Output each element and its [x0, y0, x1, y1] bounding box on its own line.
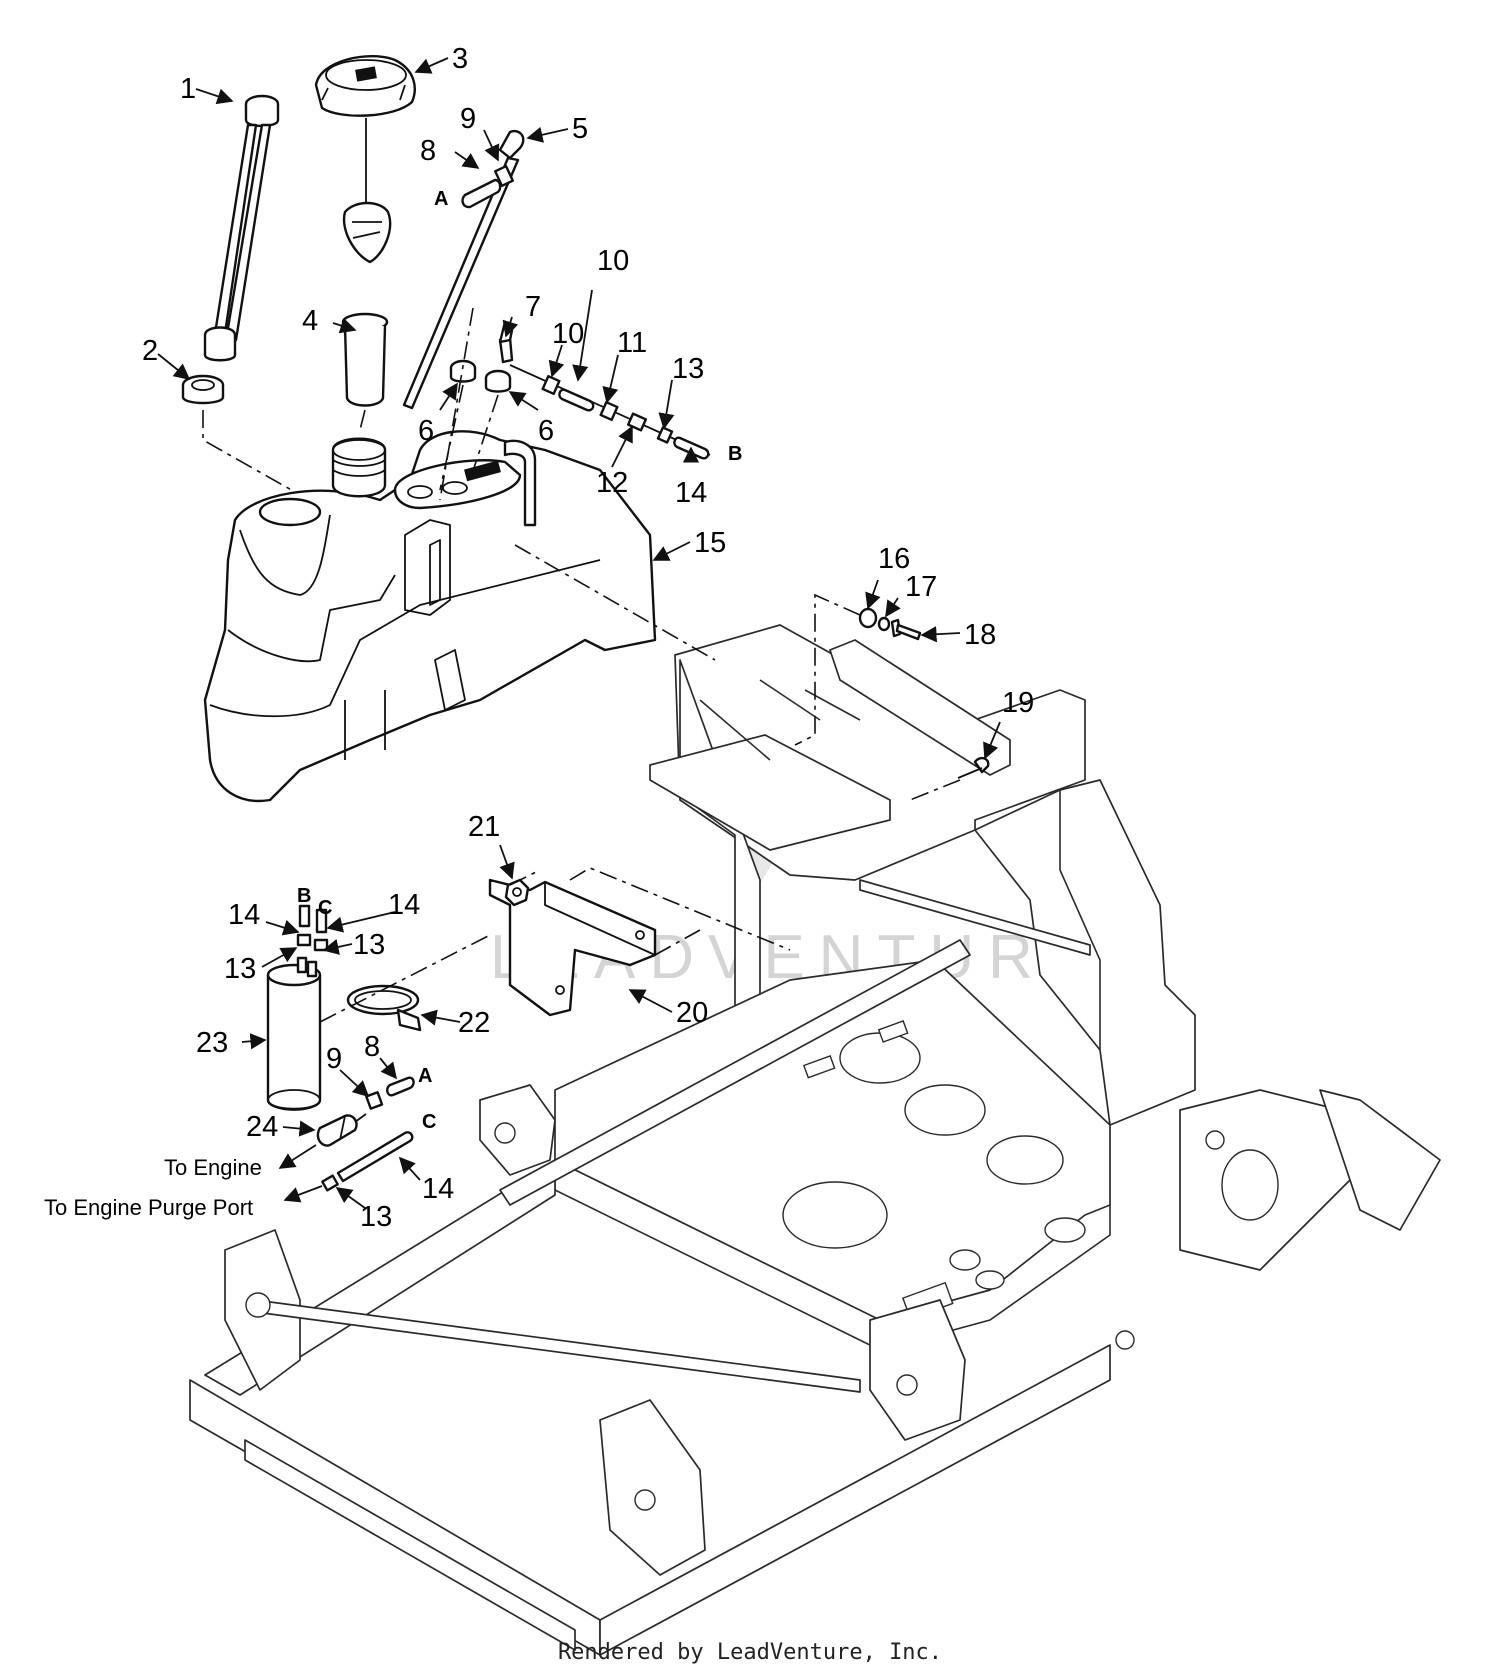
purge-hose-14 — [321, 1131, 414, 1192]
bolt-18-shank — [895, 623, 922, 641]
callout-12: 12 — [596, 467, 628, 499]
carbon-canister-23 — [266, 956, 322, 1111]
callout-23: 23 — [196, 1027, 228, 1059]
callout-14-b: 14 — [228, 899, 260, 931]
callout-3: 3 — [452, 43, 468, 75]
tank-grommet-right — [484, 369, 512, 393]
routing-notes: To Engine To Engine Purge Port — [44, 1155, 262, 1220]
callout-13-c: 13 — [353, 929, 385, 961]
right-rear-rail — [599, 1344, 1111, 1656]
callout-21: 21 — [468, 811, 500, 843]
callout-13-top: 13 — [672, 353, 704, 385]
lock-washer-17 — [877, 616, 891, 632]
hose-clamp-22 — [346, 984, 422, 1032]
inline-fuel-filter-24 — [316, 1113, 367, 1147]
callout-10-right: 11 — [617, 327, 647, 359]
callout-24: 24 — [246, 1111, 278, 1143]
upper-left-pivot-bracket — [479, 1084, 556, 1176]
main-deck-plate — [554, 959, 1111, 1321]
callout-14-c: 14 — [388, 889, 420, 921]
callout-16: 16 — [878, 543, 910, 575]
washer-16 — [858, 607, 878, 629]
right-lift-arm — [1319, 1089, 1441, 1231]
front-axle-bar — [254, 1299, 861, 1393]
filler-neck — [331, 437, 387, 498]
fuel-sender — [203, 94, 280, 362]
callout-8-top: 8 — [420, 135, 436, 167]
connection-letter-c-bottom: C — [422, 1111, 436, 1133]
callout-4: 4 — [302, 305, 318, 337]
clamp-9-bottom — [365, 1091, 384, 1110]
clamp-13-c — [313, 938, 329, 952]
clamp-13-bottom — [321, 1174, 339, 1192]
callout-10-left: 10 — [552, 318, 584, 350]
callout-15: 15 — [694, 527, 726, 559]
callout-18: 18 — [964, 619, 996, 651]
hose-8-top — [461, 178, 502, 209]
clamp-13-top — [656, 426, 674, 444]
vent-line — [402, 129, 525, 410]
callout-6-right: 6 — [538, 415, 554, 447]
hose-14-c — [315, 908, 328, 934]
seat-support-plate — [829, 639, 1011, 776]
tank-grommet-left — [449, 359, 477, 383]
callout-6-left: 6 — [418, 415, 434, 447]
callout-labels: 1 2 3 4 5 6 6 7 8 9 10 10 11 12 13 14 15… — [142, 43, 1034, 1233]
sender-port — [258, 497, 322, 527]
callout-9-top: 9 — [460, 103, 476, 135]
fuel-tank-body — [203, 430, 657, 803]
hose-11 — [558, 388, 595, 412]
callout-22: 22 — [458, 1007, 490, 1039]
clamp-9-top — [493, 165, 515, 187]
callout-17: 17 — [905, 571, 937, 603]
fuel-cap — [314, 54, 416, 264]
callout-9-bottom: 9 — [326, 1043, 342, 1075]
connection-letter-a-bottom: A — [418, 1065, 432, 1087]
callout-13-bottom: 13 — [360, 1201, 392, 1233]
tank-outlet-fitting — [498, 320, 514, 364]
note-to-engine-purge-port: To Engine Purge Port — [44, 1195, 253, 1220]
callout-7: 7 — [525, 291, 541, 323]
hose-14-b — [298, 904, 311, 928]
tank-vent-tube — [503, 439, 537, 527]
callout-13-b: 13 — [224, 953, 256, 985]
fuel-strainer — [341, 312, 389, 407]
deck-hanger-rail — [499, 939, 971, 1206]
callout-14-top: 14 — [675, 477, 707, 509]
rear-axle-bar — [859, 879, 1091, 956]
callout-14-bottom: 14 — [422, 1173, 454, 1205]
callout-20: 20 — [676, 997, 708, 1029]
hose-8-bottom — [385, 1076, 415, 1097]
leader-lines — [157, 57, 1001, 1209]
render-credit: Rendered by LeadVenture, Inc. — [557, 1640, 943, 1665]
sender-grommet — [181, 374, 225, 405]
clamp-10-right — [599, 400, 619, 422]
callout-1: 1 — [180, 73, 196, 105]
callout-19: 19 — [1002, 687, 1034, 719]
mount-hardware — [858, 607, 922, 641]
connection-letter-c-filter: C — [318, 897, 332, 919]
connection-letter-b-filter: B — [297, 885, 311, 907]
connection-letters: A B B C A C — [297, 188, 742, 1133]
tank-mount-bracket — [649, 734, 891, 851]
connection-letter-b-top: B — [728, 443, 742, 465]
fuel-tank — [203, 430, 657, 803]
callout-2: 2 — [142, 335, 158, 367]
lower-rail — [244, 1439, 576, 1651]
connection-letter-a-top: A — [434, 188, 448, 210]
filter-bracket — [488, 878, 657, 1017]
rear-pivot-bracket — [869, 1299, 966, 1441]
callout-8-bottom: 8 — [364, 1031, 380, 1063]
callout-11: 10 — [597, 245, 629, 277]
clamp-13-b — [296, 933, 312, 947]
nut-21 — [504, 878, 530, 907]
assembly-centerlines — [202, 307, 961, 1023]
callout-5: 5 — [572, 113, 588, 145]
front-center-bracket — [599, 1399, 706, 1576]
note-to-engine: To Engine — [164, 1155, 262, 1180]
clamp-10-left — [541, 374, 561, 396]
chassis-frame — [189, 624, 1441, 1656]
